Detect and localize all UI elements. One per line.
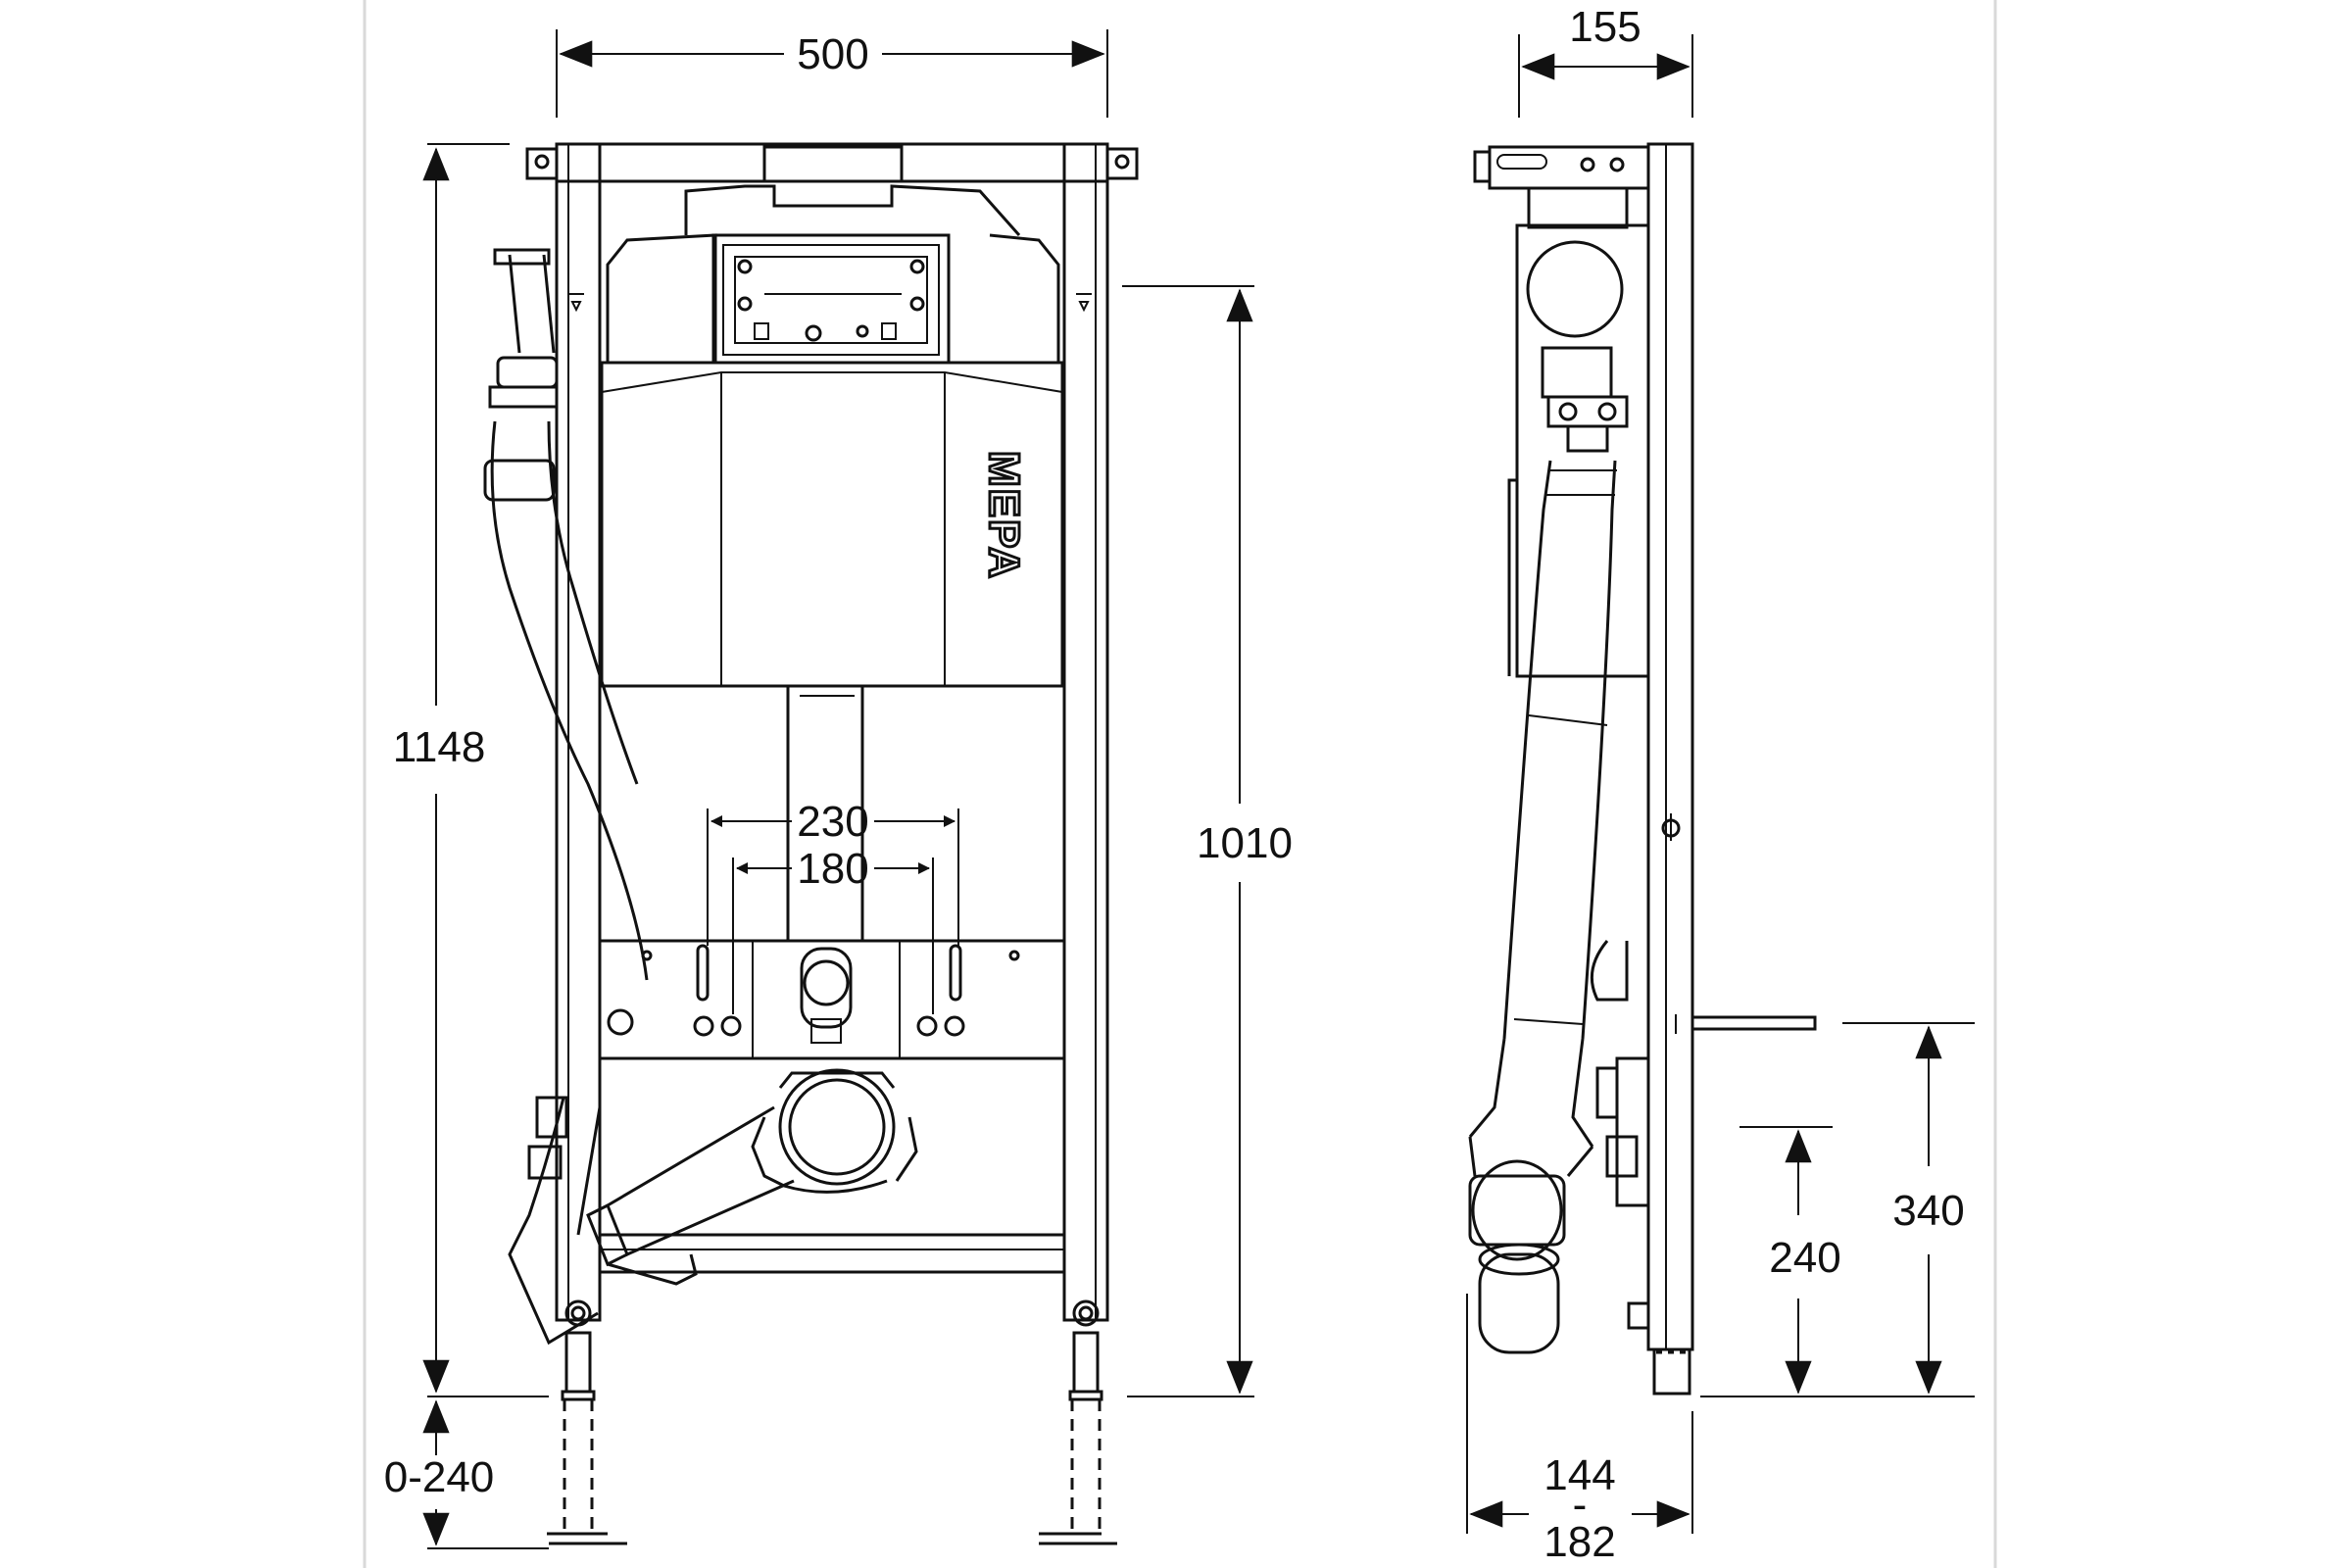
- dim-label-bolt-outer: 230: [797, 798, 868, 846]
- dim-label-max-depth: 182: [1544, 1518, 1615, 1566]
- frame-right-upright: [1062, 142, 1109, 1322]
- front-dimensions: [422, 29, 1254, 1549]
- adjustable-foot-left: [547, 1299, 627, 1545]
- frame-top-beam: [555, 142, 1109, 183]
- side-drain-pipe: [1468, 1038, 1594, 1354]
- brand-logo: MEPA: [979, 450, 1030, 582]
- dim-label-inlet-height: 1010: [1197, 819, 1293, 867]
- dim-label-min-depth: 144: [1544, 1451, 1615, 1499]
- waste-pipe: [483, 248, 649, 1346]
- side-flush-pipe: [1502, 460, 1617, 1040]
- front-view: [483, 142, 1139, 1545]
- dim-label-foot-adjust: 0-240: [384, 1453, 495, 1501]
- side-outlet-rod: [1690, 1015, 1817, 1031]
- dim-label-depth: 155: [1569, 3, 1641, 51]
- dim-label-outlet-height: 340: [1892, 1187, 1964, 1235]
- dim-label-range-separator: -: [1573, 1481, 1588, 1529]
- dim-label-bolt-inner: 180: [797, 845, 868, 893]
- drain-outlet: [586, 1068, 918, 1286]
- svg-text:MEPA: MEPA: [980, 451, 1028, 580]
- adjustable-foot-right: [1039, 1299, 1117, 1545]
- dim-label-drain-height: 240: [1769, 1234, 1840, 1282]
- dim-label-height: 1148: [393, 723, 486, 771]
- dim-label-width: 500: [797, 30, 868, 78]
- side-dimensions: [1466, 34, 1975, 1534]
- side-view: [1468, 142, 1817, 1396]
- side-frame-upright: [1646, 142, 1694, 1351]
- mounting-plate: [598, 939, 1066, 1060]
- frame-bottom-beam: [598, 1233, 1066, 1274]
- side-cistern: [1515, 223, 1650, 678]
